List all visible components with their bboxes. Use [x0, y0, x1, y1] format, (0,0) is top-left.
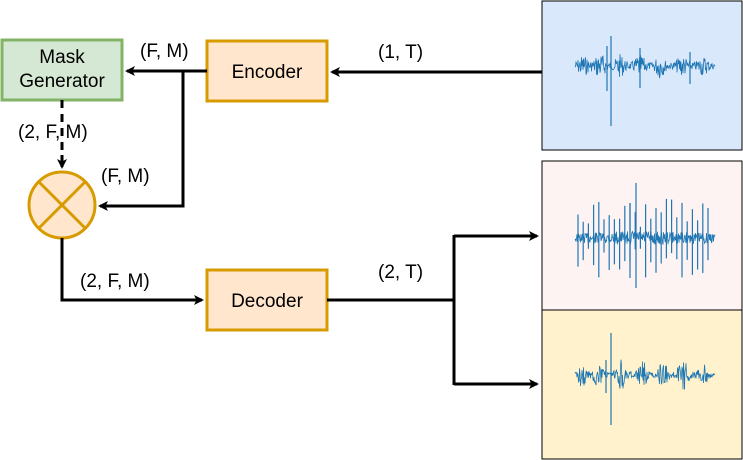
edge-label-decoder-output: (2, T) [378, 262, 423, 283]
edge-label-encoder-to-mask: (F, M) [140, 41, 189, 62]
input-waveform [574, 36, 716, 126]
waveform-trace [574, 54, 716, 79]
input-waveform-panel [541, 0, 743, 151]
edge-label-input-to-encoder: (1, T) [378, 42, 423, 63]
multiply-cross-2 [37, 180, 87, 230]
encoder-block [205, 39, 329, 103]
mask-generator-label-line2: Generator [19, 71, 105, 92]
edge-label-multiply-to-decoder: (2, F, M) [80, 271, 150, 292]
output-waveform-panel-2 [541, 309, 743, 460]
edge-label-encoder-to-multiply: (F, M) [101, 166, 150, 187]
mask-generator-block [0, 38, 124, 102]
waveform-trace [574, 359, 716, 390]
arrow-multiply-to-decoder [60, 238, 204, 305]
decoder-label: Decoder [231, 291, 303, 312]
output-waveform-1 [574, 183, 716, 288]
encoder-label: Encoder [232, 62, 303, 83]
arrow-encoder-to-multiply [98, 71, 185, 211]
edge-label-mask-to-multiply: (2, F, M) [18, 122, 88, 143]
output-waveform-2 [574, 333, 716, 425]
mask-generator-label-line1: Mask [39, 47, 85, 68]
